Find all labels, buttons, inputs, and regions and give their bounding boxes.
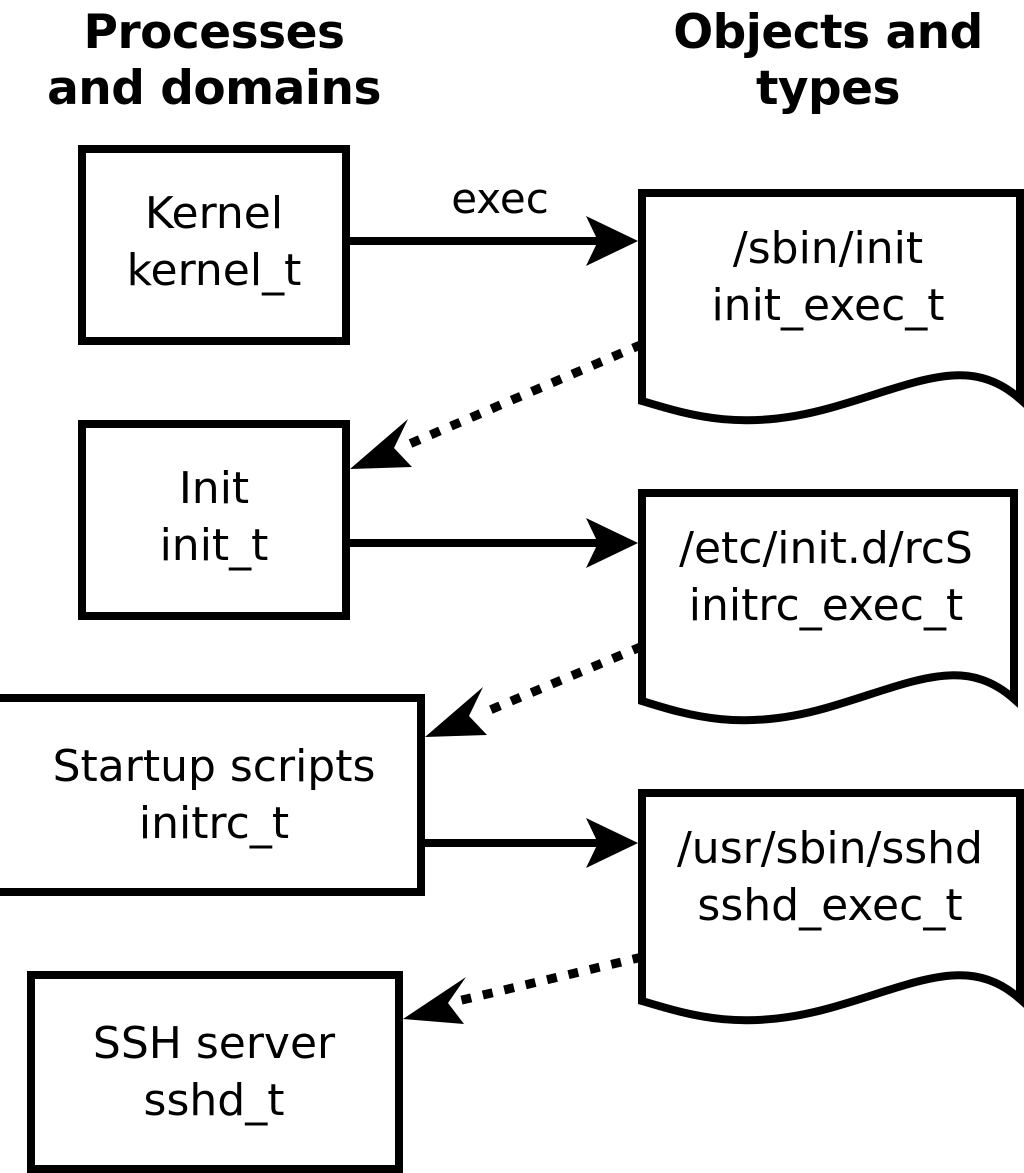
node-label-line1: Init (179, 463, 249, 514)
object-node-sshd-exec[interactable]: /usr/sbin/sshd sshd_exec_t (638, 789, 1024, 1025)
process-node-kernel[interactable]: Kernel kernel_t (78, 145, 350, 345)
node-label-line2: init_exec_t (711, 280, 944, 331)
node-label-line1: Startup scripts (53, 741, 376, 792)
node-label-line1: /sbin/init (733, 223, 923, 274)
edge-initrc-exec-to-initrc (425, 642, 644, 737)
node-label-line1: Kernel (145, 188, 283, 239)
node-label-line2: sshd_t (144, 1075, 285, 1126)
node-label-line2: initrc_t (139, 798, 289, 849)
node-label-line2: sshd_exec_t (697, 880, 962, 931)
node-label-line1: SSH server (93, 1018, 336, 1069)
edge-initrc-to-sshd-exec (425, 818, 638, 868)
arrowhead (586, 216, 638, 266)
node-box[interactable] (78, 420, 350, 620)
arrowhead (403, 977, 466, 1024)
left-column-header-line1: Processes (84, 5, 345, 60)
arrowhead (586, 518, 638, 568)
edge-line (472, 642, 644, 721)
arrowhead (350, 419, 412, 469)
process-node-init[interactable]: Init init_t (78, 420, 350, 620)
right-column-header-line1: Objects and (673, 5, 983, 60)
node-label-line1: /etc/init.d/rcS (679, 523, 973, 574)
node-document-shape[interactable] (638, 789, 1024, 1025)
edge-kernel-to-init-exec: exec (350, 174, 638, 266)
process-node-startup-scripts[interactable]: Startup scripts initrc_t (0, 694, 425, 896)
node-label-line2: init_t (160, 520, 269, 571)
edge-line (394, 340, 644, 454)
node-document-shape[interactable] (638, 489, 1018, 725)
node-label-line1: /usr/sbin/sshd (677, 823, 983, 874)
node-box[interactable] (0, 694, 425, 896)
node-box[interactable] (78, 145, 350, 345)
process-node-ssh-server[interactable]: SSH server sshd_t (27, 971, 403, 1173)
edge-init-exec-to-init (350, 340, 644, 469)
node-document-shape[interactable] (638, 189, 1024, 425)
edge-init-to-initrc-exec (350, 518, 638, 568)
object-node-initrc-exec[interactable]: /etc/init.d/rcS initrc_exec_t (638, 489, 1018, 725)
edge-line (452, 952, 644, 1007)
object-node-init-exec[interactable]: /sbin/init init_exec_t (638, 189, 1024, 425)
left-column-header-line2: and domains (47, 61, 381, 116)
arrowhead (425, 687, 487, 737)
edge-sshd-exec-to-sshd (403, 952, 644, 1024)
node-box[interactable] (27, 971, 403, 1173)
right-column-header-line2: types (756, 61, 900, 116)
node-label-line2: kernel_t (127, 245, 302, 296)
arrowhead (586, 818, 638, 868)
node-label-line2: initrc_exec_t (689, 580, 963, 631)
edge-label-exec: exec (451, 174, 549, 223)
